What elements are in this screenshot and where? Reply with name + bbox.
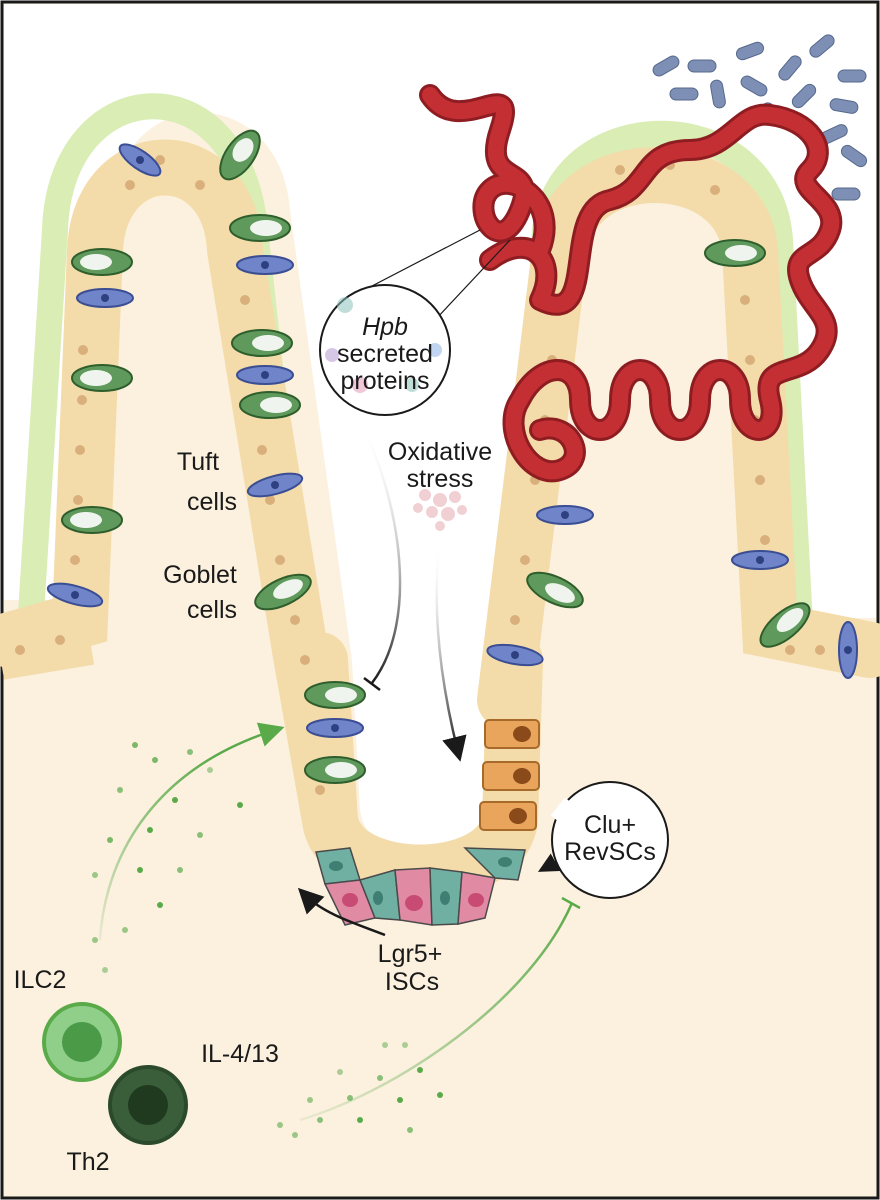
il413-activation-arrow xyxy=(98,722,285,941)
left-base-epithelium xyxy=(0,615,95,680)
bacteria-icon xyxy=(669,87,699,101)
il413-label: IL-4/13 xyxy=(201,1040,279,1068)
revscs-label: RevSCs xyxy=(564,838,656,866)
tuft-cells-label: cells xyxy=(187,488,237,516)
stress-label: stress xyxy=(407,465,474,493)
protein-blobs-icon xyxy=(325,297,442,393)
cytokine-dots-lower xyxy=(277,1042,443,1138)
proteins-label: proteins xyxy=(341,367,430,395)
cytokine-dots-upper xyxy=(92,742,243,973)
clu-label: Clu+ xyxy=(584,811,636,839)
ilc2-label: ILC2 xyxy=(14,966,67,994)
th2-label: Th2 xyxy=(66,1148,109,1176)
bacteria-icon xyxy=(831,187,861,201)
bacteria-icon xyxy=(740,75,768,97)
left-villus-mucus xyxy=(17,93,313,653)
revsc-loop xyxy=(551,781,669,899)
right-villus-epithelium xyxy=(477,147,880,728)
bacteria-icon xyxy=(687,59,717,73)
bacteria-icon xyxy=(735,41,765,61)
il413-inhibition-arrow xyxy=(299,902,574,1122)
bacteria-icon xyxy=(829,98,859,114)
lumen xyxy=(4,4,876,858)
bacteria-icon xyxy=(791,83,817,109)
paneth-cell-icon xyxy=(463,847,526,881)
bacteria-icon xyxy=(778,55,802,81)
bacteria-icon xyxy=(840,144,868,168)
hpb-inhibition-arrow xyxy=(358,419,402,684)
oxidative-arrow xyxy=(435,539,467,762)
secreted-label: secreted xyxy=(337,340,433,368)
bacteria-icon xyxy=(652,55,680,77)
worm-icon xyxy=(419,84,843,483)
goblet-cells-label: cells xyxy=(187,596,237,624)
bacteria xyxy=(652,34,868,201)
isc-arrow xyxy=(297,887,386,937)
iscs-label: ISCs xyxy=(385,968,439,996)
revsc-icon xyxy=(479,801,537,831)
bacteria-icon xyxy=(837,69,867,83)
goblet-label: Goblet xyxy=(163,561,237,589)
bacteria-icon xyxy=(710,79,726,109)
tuft-label: Tuft xyxy=(177,448,219,476)
crypt-base-cells xyxy=(315,847,526,926)
lgr5-label: Lgr5+ xyxy=(378,940,443,968)
bacteria-icon xyxy=(809,34,835,58)
hpb-label: Hpb xyxy=(362,313,408,341)
oxidative-label: Oxidative xyxy=(388,438,492,466)
oxidative-stress-cloud xyxy=(413,489,467,531)
